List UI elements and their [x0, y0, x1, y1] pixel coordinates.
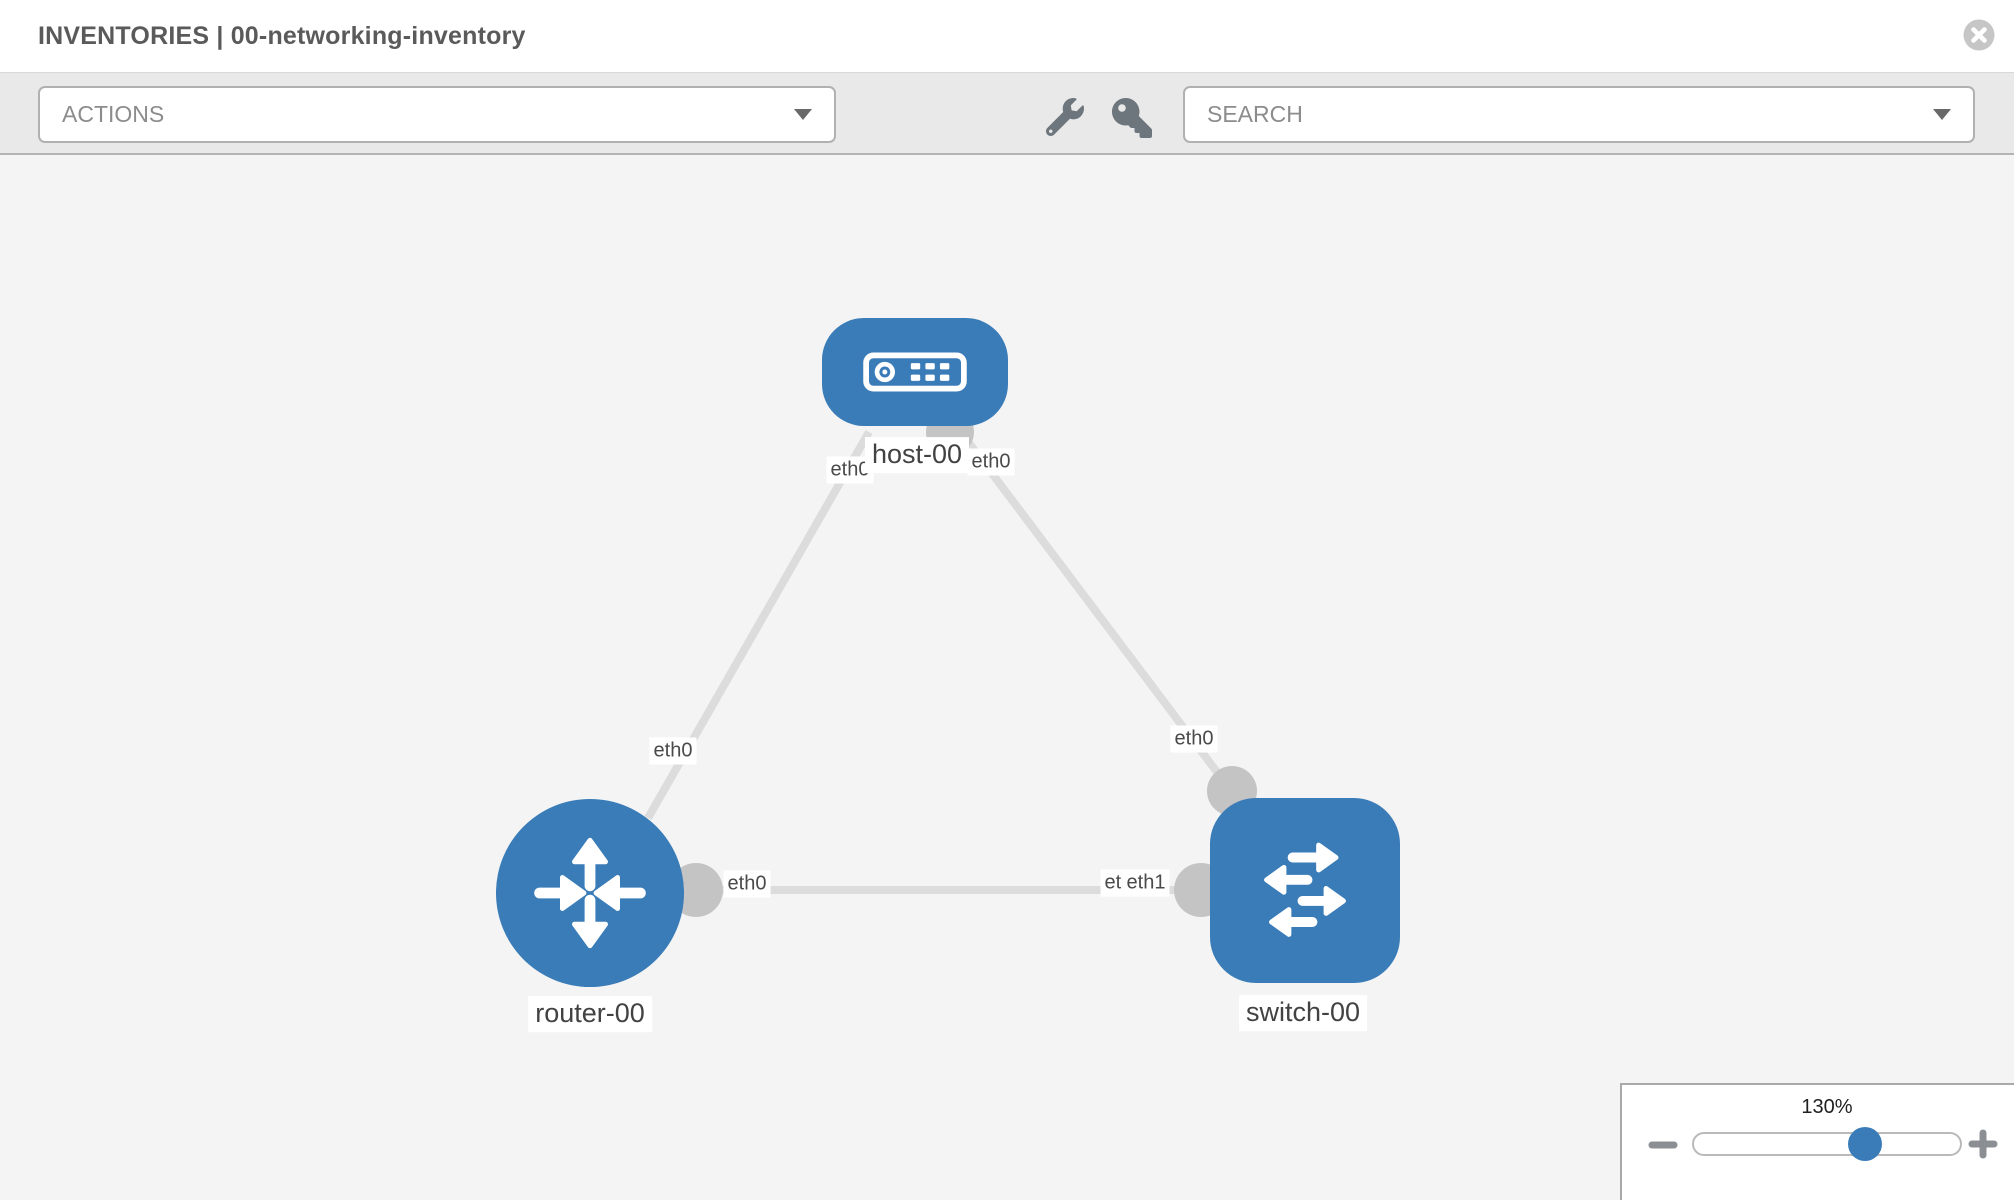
page-title: INVENTORIES | 00-networking-inventory	[38, 21, 526, 50]
zoom-in-button[interactable]	[1968, 1129, 1998, 1159]
iface-label-switch-top: eth0	[1170, 725, 1218, 753]
iface-label-router-top: eth0	[649, 737, 697, 765]
topology-canvas[interactable]: eth0 eth0 eth0 eth0 eth0 eth0 eth1 host-…	[0, 155, 2014, 1200]
credentials-button[interactable]	[1112, 98, 1152, 138]
iface-label-switch-left-eth1: eth1	[1122, 869, 1170, 897]
key-icon	[1112, 98, 1152, 138]
header: INVENTORIES | 00-networking-inventory	[0, 0, 2014, 72]
close-icon	[1963, 19, 1995, 51]
minus-icon	[1648, 1141, 1678, 1149]
node-host-00[interactable]	[822, 318, 1008, 426]
server-icon	[863, 352, 967, 392]
wrench-icon	[1045, 98, 1084, 137]
search-dropdown[interactable]: SEARCH	[1183, 86, 1975, 143]
zoom-panel: 130%	[1620, 1083, 2014, 1200]
close-button[interactable]	[1962, 18, 1996, 52]
chevron-down-icon	[1933, 109, 1951, 120]
router-icon	[534, 837, 646, 949]
iface-label-host-right: eth0	[967, 448, 1015, 476]
node-label-host: host-00	[864, 437, 970, 473]
zoom-out-button[interactable]	[1648, 1134, 1678, 1156]
node-label-switch: switch-00	[1238, 995, 1368, 1031]
configure-button[interactable]	[1045, 98, 1086, 138]
search-placeholder: SEARCH	[1207, 101, 1303, 127]
toolbar: ACTIONS SEARCH	[0, 72, 2014, 155]
actions-dropdown[interactable]: ACTIONS	[38, 86, 836, 143]
zoom-level: 130%	[1801, 1096, 1853, 1118]
plus-icon	[1968, 1129, 1998, 1159]
iface-label-router-right: eth0	[723, 870, 771, 898]
node-router-00[interactable]	[496, 799, 684, 987]
chevron-down-icon	[794, 109, 812, 120]
zoom-slider-track[interactable]	[1692, 1132, 1962, 1156]
switch-icon	[1264, 842, 1346, 937]
actions-dropdown-label: ACTIONS	[62, 101, 165, 127]
zoom-slider-knob[interactable]	[1848, 1127, 1882, 1161]
node-label-router: router-00	[528, 996, 652, 1032]
node-switch-00[interactable]	[1210, 798, 1400, 983]
